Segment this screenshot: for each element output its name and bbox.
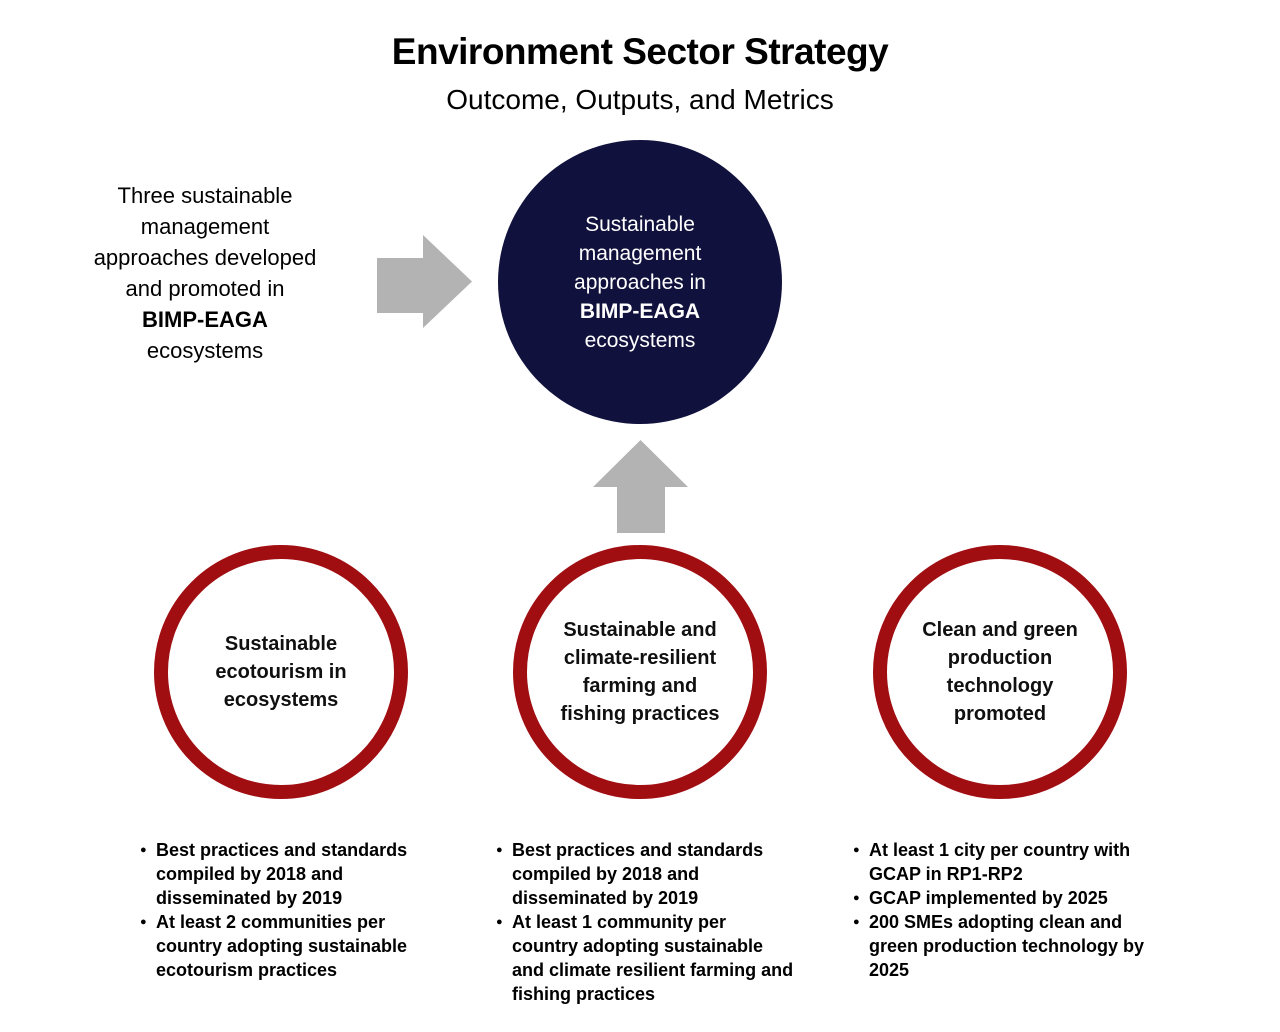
page-subtitle: Outcome, Outputs, and Metrics (446, 84, 834, 115)
metric-item: At least 1 city per country with GCAP in… (853, 838, 1153, 886)
outcome-circle-suffix: ecosystems (584, 328, 696, 352)
metric-item: Best practices and standards compiled by… (140, 838, 440, 910)
output-circle-clean-green: Clean and green production technology pr… (873, 545, 1127, 799)
output-label-ecotourism: Sustainable ecotourism in ecosystems (215, 633, 347, 711)
metric-item: At least 2 communities per country adopt… (140, 910, 440, 982)
metric-item: Best practices and standards compiled by… (496, 838, 796, 910)
outcome-metric-suffix: ecosystems (146, 338, 264, 363)
outcome-circle-text: Sustainable management approaches in BIM… (534, 210, 746, 355)
output-circle-farming-fishing: Sustainable and climate-resilient farmin… (513, 545, 767, 799)
outcome-circle: Sustainable management approaches in BIM… (498, 140, 782, 424)
right-arrow-icon (377, 235, 472, 328)
output-label-farming-fishing: Sustainable and climate-resilient farmin… (560, 619, 720, 725)
output-circle-ecotourism: Sustainable ecotourism in ecosystems (154, 545, 408, 799)
metric-item: 200 SMEs adopting clean and green produc… (853, 910, 1153, 982)
metrics-list-ecotourism: Best practices and standards compiled by… (140, 838, 440, 982)
metrics-list-farming-fishing: Best practices and standards compiled by… (496, 838, 796, 1006)
output-label-clean-green: Clean and green production technology pr… (922, 619, 1078, 725)
up-arrow-icon (593, 440, 688, 533)
outcome-metric-body: Three sustainable management approaches … (93, 183, 317, 301)
outcome-metric-highlight: BIMP-EAGA (142, 307, 268, 332)
metrics-list-clean-green: At least 1 city per country with GCAP in… (853, 838, 1153, 982)
page-title: Environment Sector Strategy (391, 31, 889, 72)
metric-item: At least 1 community per country adoptin… (496, 910, 796, 1006)
outcome-circle-body: Sustainable management approaches in (574, 212, 706, 294)
metric-item: GCAP implemented by 2025 (853, 886, 1153, 910)
outcome-circle-highlight: BIMP-EAGA (579, 299, 701, 323)
outcome-metric-text: Three sustainable management approaches … (85, 180, 325, 366)
